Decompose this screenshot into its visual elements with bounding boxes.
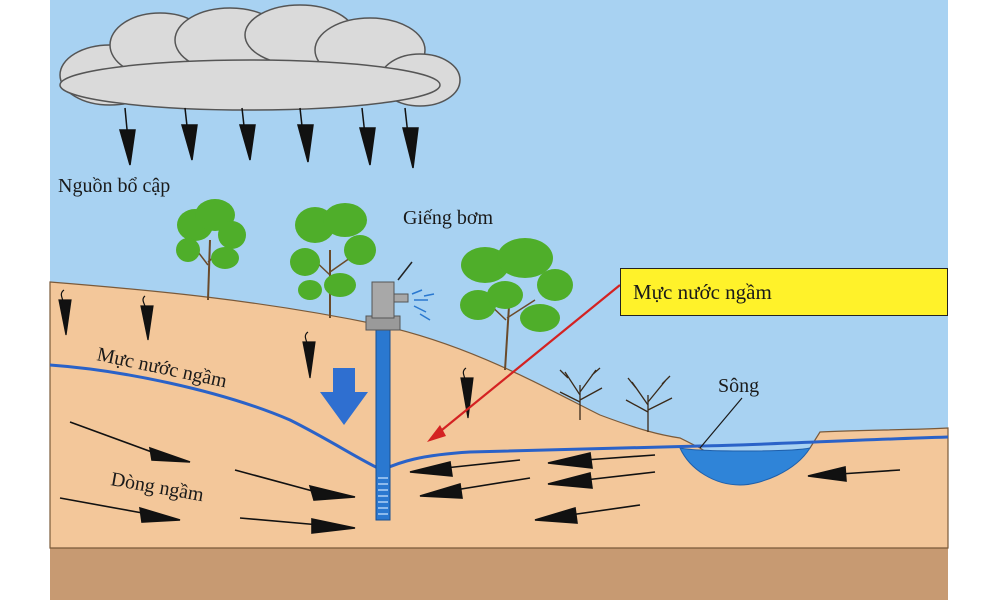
cloud-icon — [59, 4, 461, 111]
callout-pointer — [427, 284, 621, 442]
flow-arrow-icon — [534, 504, 641, 524]
rain-arrow-icon — [359, 107, 376, 166]
tree-icon — [460, 238, 573, 371]
water-table-callout-label: Mực nước ngầm — [633, 279, 772, 304]
bedrock-layer — [50, 548, 948, 600]
flow-arrow-icon — [239, 517, 356, 534]
flow-arrow-icon — [59, 497, 181, 523]
rain-arrow-icon — [119, 107, 136, 166]
underground-flow-arrows — [59, 421, 901, 534]
rain-arrows — [119, 107, 419, 169]
water-table-line — [49, 363, 949, 472]
bare-tree-icon — [559, 367, 603, 420]
flow-arrow-icon — [547, 452, 656, 469]
tree-icon — [290, 203, 376, 318]
river-label: Sông — [718, 375, 759, 397]
flow-arrow-icon — [140, 295, 154, 341]
rain-arrow-icon — [239, 107, 256, 161]
rain-arrow-icon — [181, 107, 198, 161]
down-arrow-icon — [320, 368, 368, 425]
tree-icon — [176, 199, 246, 301]
flow-arrow-icon — [419, 477, 531, 499]
infiltration-arrows — [58, 289, 474, 419]
pump-well-icon — [365, 261, 413, 521]
rain-arrow-icon — [402, 107, 419, 169]
river-pointer — [699, 397, 743, 449]
recharge-source-label: Nguồn bổ cập — [58, 175, 170, 197]
river-water — [679, 447, 812, 486]
flow-arrow-icon — [547, 471, 656, 489]
flow-arrow-icon — [58, 289, 72, 336]
water-spray-icon — [411, 289, 435, 321]
rain-arrow-icon — [297, 107, 314, 163]
pump-well-label: Giếng bơm — [403, 207, 493, 229]
flow-arrow-icon — [460, 367, 474, 419]
flow-arrow-icon — [807, 465, 901, 482]
flow-arrow-icon — [69, 421, 191, 463]
flow-arrow-icon — [409, 459, 521, 477]
flow-arrow-icon — [302, 331, 316, 379]
bare-tree-icon — [625, 375, 673, 432]
flow-arrow-icon — [234, 469, 356, 501]
water-table-callout: Mực nước ngầm — [620, 268, 948, 316]
